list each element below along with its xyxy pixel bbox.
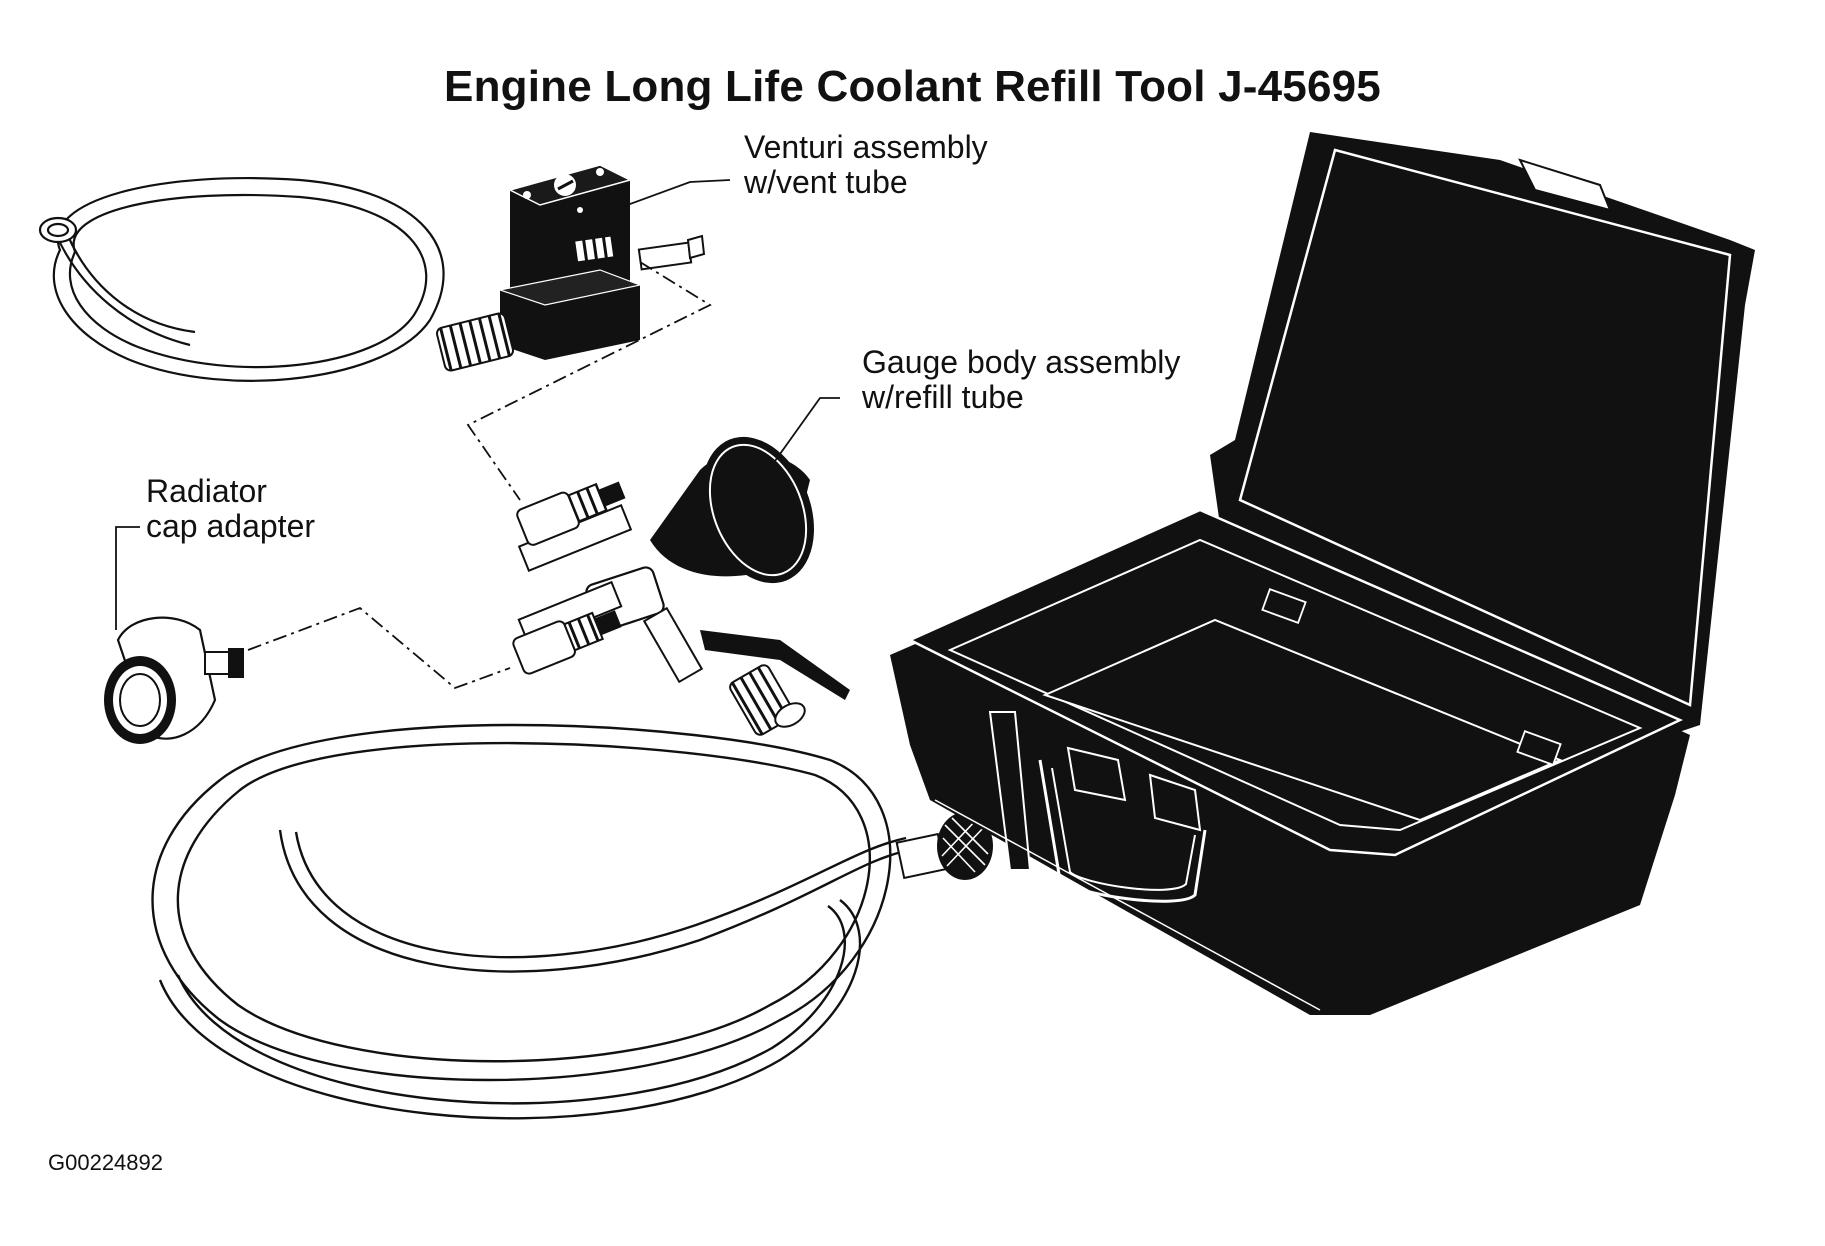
refill-tube-hose bbox=[151, 723, 911, 1120]
figure-id: G00224892 bbox=[48, 1150, 163, 1175]
label-gauge-line1: Gauge body assembly bbox=[862, 344, 1181, 380]
carrying-case bbox=[890, 132, 1755, 1015]
label-radiator-line2: cap adapter bbox=[146, 508, 316, 544]
radiator-cap-adapter bbox=[104, 616, 244, 744]
strainer-fitting bbox=[895, 812, 993, 880]
venturi-assembly bbox=[435, 164, 706, 372]
label-venturi-assembly: Venturi assembly w/vent tube bbox=[744, 130, 988, 200]
label-venturi-line1: Venturi assembly bbox=[744, 129, 988, 165]
leader-lines bbox=[115, 179, 840, 630]
label-venturi-line2: w/vent tube bbox=[744, 164, 908, 200]
label-gauge-line2: w/refill tube bbox=[862, 379, 1024, 415]
gauge-body-assembly bbox=[512, 436, 850, 736]
label-gauge-body-assembly: Gauge body assembly w/refill tube bbox=[862, 345, 1180, 415]
label-radiator-line1: Radiator bbox=[146, 473, 267, 509]
vent-tube-hose bbox=[38, 177, 445, 382]
diagram-title: Engine Long Life Coolant Refill Tool J-4… bbox=[444, 62, 1381, 111]
assembly-callout-lines bbox=[247, 261, 712, 690]
label-radiator-cap-adapter: Radiator cap adapter bbox=[146, 474, 315, 544]
